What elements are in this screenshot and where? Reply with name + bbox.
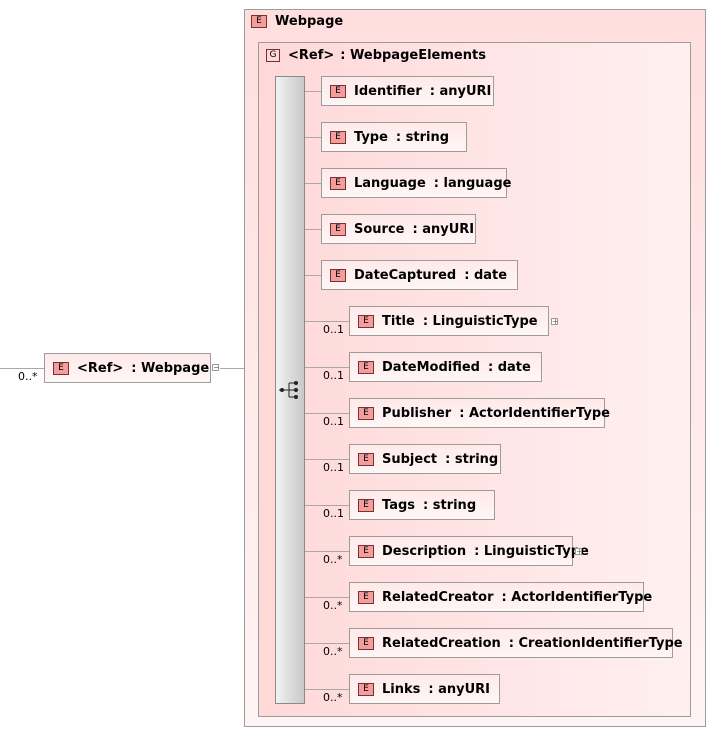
element-language[interactable]: E Language : language: [321, 168, 511, 198]
element-source[interactable]: E Source : anyURI: [321, 214, 476, 244]
element-icon: E: [330, 222, 346, 236]
webpage-card-title: E Webpage: [251, 14, 343, 29]
element-relatedcreation[interactable]: E RelatedCreation : CreationIdentifierType: [349, 628, 683, 658]
group-icon: G: [266, 49, 280, 62]
element-icon: E: [358, 314, 374, 328]
element-description[interactable]: E Description : LinguisticType: [349, 536, 589, 566]
child-connector: [305, 229, 321, 230]
collapse-icon[interactable]: −: [212, 363, 220, 372]
child-connector: [305, 91, 321, 92]
child-connector: [305, 321, 349, 322]
element-type: : anyURI: [429, 83, 492, 99]
root-to-webpage-connector: [220, 368, 244, 369]
child-connector: [305, 551, 349, 552]
element-icon: E: [358, 636, 374, 650]
child-multiplicity: 0..1: [323, 461, 344, 474]
element-type[interactable]: E Type : string: [321, 122, 467, 152]
element-icon: E: [330, 176, 346, 190]
element-icon: E: [358, 682, 374, 696]
element-type: : language: [433, 175, 512, 191]
element-type: : anyURI: [428, 681, 491, 697]
element-type: : date: [487, 359, 531, 375]
element-name: Description: [382, 543, 467, 559]
root-element-type: : Webpage: [131, 360, 210, 376]
element-type: : LinguisticType: [422, 313, 538, 329]
element-icon: E: [330, 130, 346, 144]
child-connector: [305, 689, 349, 690]
element-title[interactable]: E Title : LinguisticType: [349, 306, 549, 336]
child-connector: [305, 183, 321, 184]
element-name: RelatedCreation: [382, 635, 501, 651]
element-type: : ActorIdentifierType: [459, 405, 610, 421]
expand-icon[interactable]: +: [575, 547, 583, 556]
element-icon: E: [358, 360, 374, 374]
element-tags[interactable]: E Tags : string: [349, 490, 495, 520]
element-type: : string: [423, 497, 477, 513]
sequence-compositor-icon: [279, 381, 298, 399]
child-connector: [305, 137, 321, 138]
child-connector: [305, 505, 349, 506]
element-type: : date: [464, 267, 508, 283]
element-name: Type: [354, 129, 388, 145]
element-name: Tags: [382, 497, 416, 513]
element-datecaptured[interactable]: E DateCaptured : date: [321, 260, 518, 290]
element-type: : anyURI: [412, 221, 475, 237]
root-multiplicity: 0..*: [18, 370, 38, 383]
child-connector: [305, 643, 349, 644]
root-incoming-connector: [0, 368, 44, 369]
child-multiplicity: 0..1: [323, 369, 344, 382]
root-element-name: <Ref>: [77, 360, 124, 376]
element-name: DateCaptured: [354, 267, 457, 283]
element-type: : CreationIdentifierType: [508, 635, 683, 651]
element-icon: E: [358, 590, 374, 604]
child-connector: [305, 459, 349, 460]
element-publisher[interactable]: E Publisher : ActorIdentifierType: [349, 398, 610, 428]
element-name: Identifier: [354, 83, 422, 99]
element-icon: E: [358, 452, 374, 466]
element-name: Publisher: [382, 405, 452, 421]
element-icon: E: [358, 498, 374, 512]
root-element-webpage-ref[interactable]: E <Ref> : Webpage: [44, 353, 211, 383]
element-name: DateModified: [382, 359, 480, 375]
element-name: Source: [354, 221, 405, 237]
element-type: : string: [395, 129, 450, 145]
element-links[interactable]: E Links : anyURI: [349, 674, 500, 704]
element-identifier[interactable]: E Identifier : anyURI: [321, 76, 494, 106]
element-icon: E: [358, 406, 374, 420]
child-connector: [305, 367, 349, 368]
element-name: Title: [382, 313, 415, 329]
element-name: RelatedCreator: [382, 589, 494, 605]
element-name: Language: [354, 175, 426, 191]
child-multiplicity: 0..*: [323, 645, 343, 658]
child-multiplicity: 0..*: [323, 553, 343, 566]
element-type: : string: [445, 451, 499, 467]
element-icon: E: [251, 15, 267, 28]
child-multiplicity: 0..*: [323, 599, 343, 612]
group-title: G <Ref> : WebpageElements: [266, 48, 486, 63]
child-connector: [305, 413, 349, 414]
element-icon: E: [358, 544, 374, 558]
child-connector: [305, 275, 321, 276]
element-icon: E: [53, 361, 69, 375]
webpage-title: Webpage: [275, 14, 344, 29]
element-name: Links: [382, 681, 421, 697]
element-relatedcreator[interactable]: E RelatedCreator : ActorIdentifierType: [349, 582, 652, 612]
child-multiplicity: 0..1: [323, 415, 344, 428]
child-multiplicity: 0..*: [323, 691, 343, 704]
element-datemodified[interactable]: E DateModified : date: [349, 352, 542, 382]
element-icon: E: [330, 84, 346, 98]
child-multiplicity: 0..1: [323, 323, 344, 336]
element-icon: E: [330, 268, 346, 282]
element-subject[interactable]: E Subject : string: [349, 444, 501, 474]
group-type: : WebpageElements: [340, 48, 486, 63]
element-type: : ActorIdentifierType: [501, 589, 653, 605]
element-name: Subject: [382, 451, 438, 467]
expand-icon[interactable]: +: [551, 317, 559, 326]
child-multiplicity: 0..1: [323, 507, 344, 520]
child-connector: [305, 597, 349, 598]
element-type: : LinguisticType: [474, 543, 589, 559]
group-name: <Ref>: [288, 48, 335, 63]
